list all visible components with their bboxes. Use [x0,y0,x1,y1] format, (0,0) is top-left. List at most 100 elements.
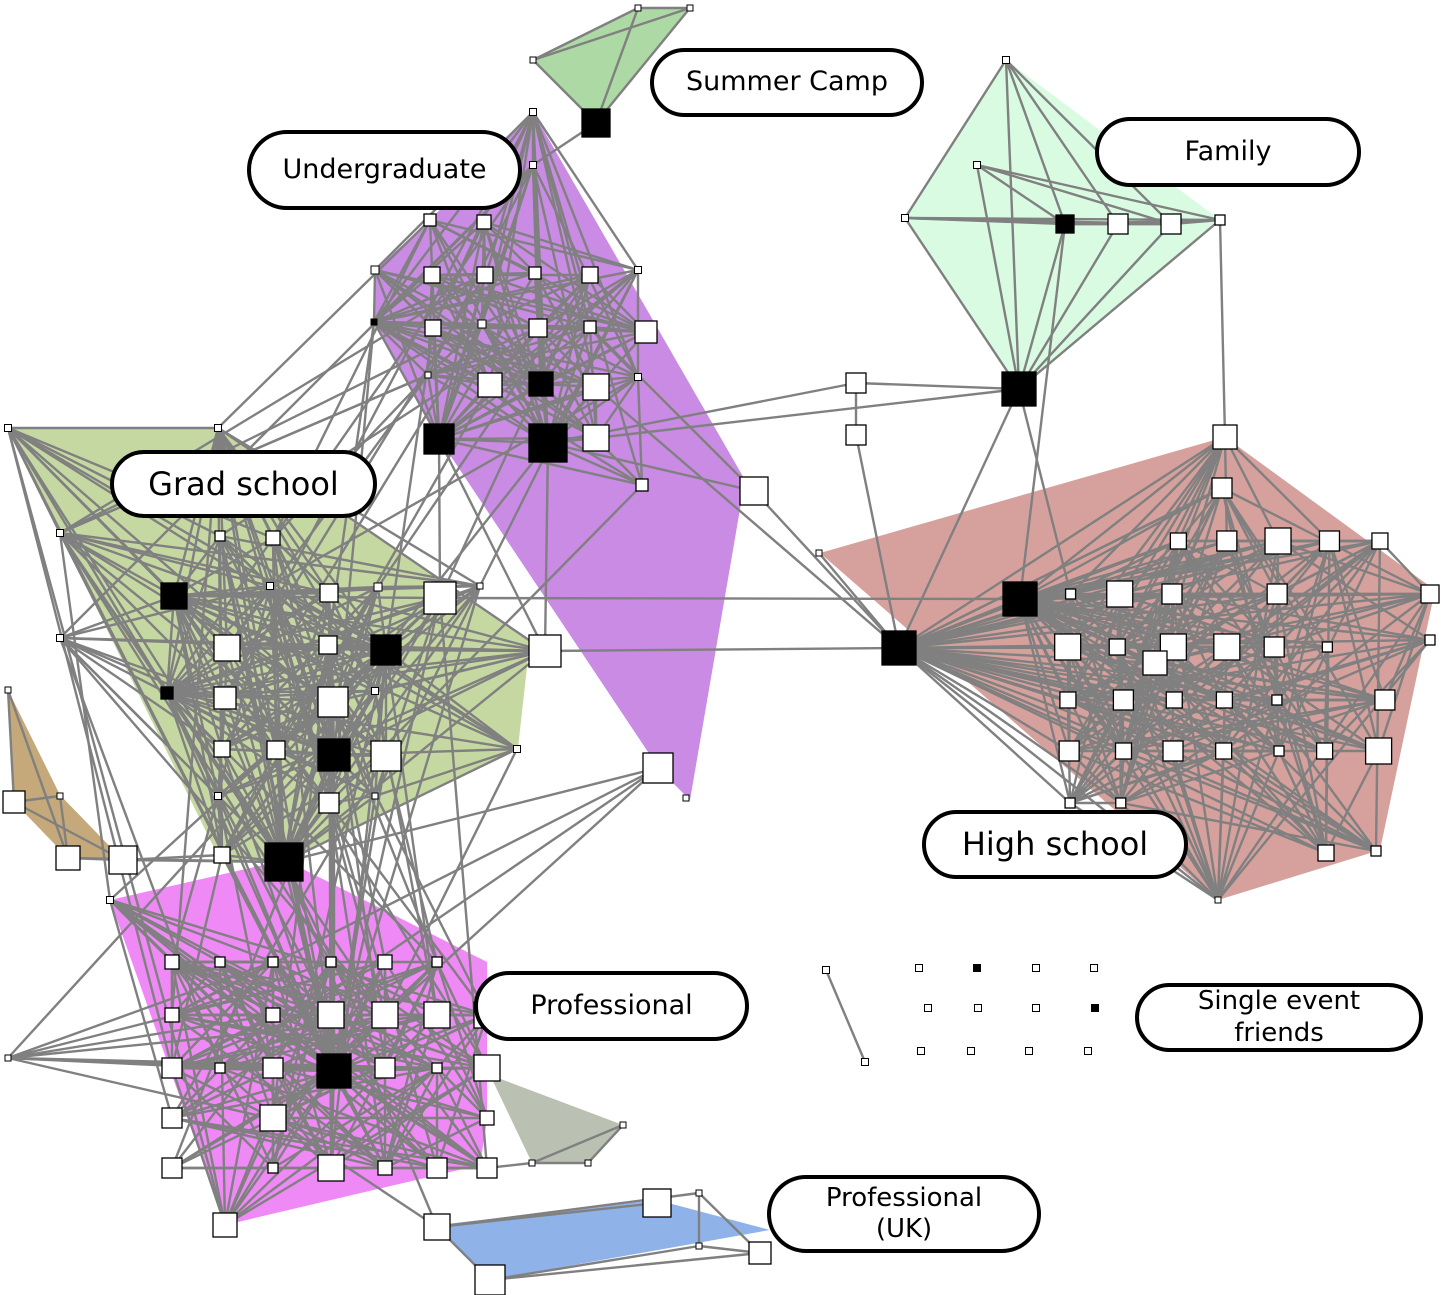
person-node [1263,636,1285,658]
person-node [642,1188,672,1218]
edge [165,595,176,694]
edge [589,326,755,492]
person-node [319,583,339,603]
edge [58,637,222,1069]
person-node [267,956,279,968]
edge [1069,436,1226,595]
edge [6,689,70,859]
label-grad-school: Grad school [110,450,377,518]
hull-gray [490,1075,623,1163]
person-node [861,1058,869,1066]
person-node [1059,691,1077,709]
label-family: Family [1095,117,1361,187]
edge [282,861,439,1228]
person-node [1112,689,1135,711]
edge [171,1067,274,1169]
edge [1017,388,1072,595]
person-node [474,1264,506,1295]
person-node [164,954,180,970]
edge [383,748,519,1016]
edge [173,594,518,751]
person-node [528,318,548,338]
edge [122,853,223,862]
edge [904,217,1020,390]
edge [173,595,334,703]
person-node [635,478,649,492]
edge [1222,593,1431,752]
edge [385,649,518,750]
edge [172,595,286,863]
edge [1173,540,1381,701]
person-node [1165,691,1183,709]
edge [898,435,1226,650]
edge [166,648,387,695]
edge [269,375,639,588]
edge [165,692,224,856]
edge [1019,539,1228,601]
person-node [1090,964,1098,972]
edge [1018,223,1067,600]
edge [1217,639,1431,901]
edge [1154,661,1386,702]
person-node [431,956,443,968]
person-node [974,1004,982,1012]
person-node [266,740,286,760]
person-node [56,529,64,537]
person-node [1321,641,1334,653]
person-node [634,320,658,344]
person-node [161,1057,183,1079]
person-node [513,745,521,753]
person-node [213,846,231,864]
edge [171,1116,438,1170]
edge [1120,749,1225,805]
edge [636,376,644,486]
person-node [267,1162,279,1174]
person-node [682,794,690,802]
person-node [212,1212,238,1238]
edge [1069,593,1125,752]
person-node [317,1001,345,1029]
edge [170,795,220,963]
edge [327,643,518,751]
person-node [55,845,81,871]
edge [59,164,534,639]
edge [272,1117,438,1228]
person-node [325,956,337,968]
edge [1067,661,1156,702]
person-node [845,372,867,394]
person-node [1161,583,1183,605]
person-node [214,956,226,968]
person-node [423,581,457,615]
edge [384,1116,488,1170]
edge [171,1013,488,1170]
edge [274,592,331,751]
person-node [1169,532,1188,550]
person-node-highlighted [160,582,188,610]
edge [531,1123,624,1165]
person-node [748,1241,772,1265]
edge [283,650,546,863]
edge [532,6,691,62]
edge [1019,486,1223,601]
person-node [1364,737,1393,765]
edge [1069,749,1225,805]
person-node [581,266,599,284]
person-node [213,686,237,710]
person-node [1215,691,1234,709]
person-node [1271,694,1283,706]
person-node [423,1213,451,1241]
person-node [1424,634,1436,646]
person-node [1064,588,1077,600]
person-node [634,266,642,274]
edge [283,766,659,864]
person-node [1142,650,1168,676]
person-node [266,582,274,590]
edge [976,163,1172,226]
person-node [642,752,674,784]
person-node [424,371,432,379]
person-node [426,1157,448,1179]
edge [59,636,168,695]
edge [1018,598,1072,804]
edge [898,646,1070,753]
person-node [1370,845,1382,857]
